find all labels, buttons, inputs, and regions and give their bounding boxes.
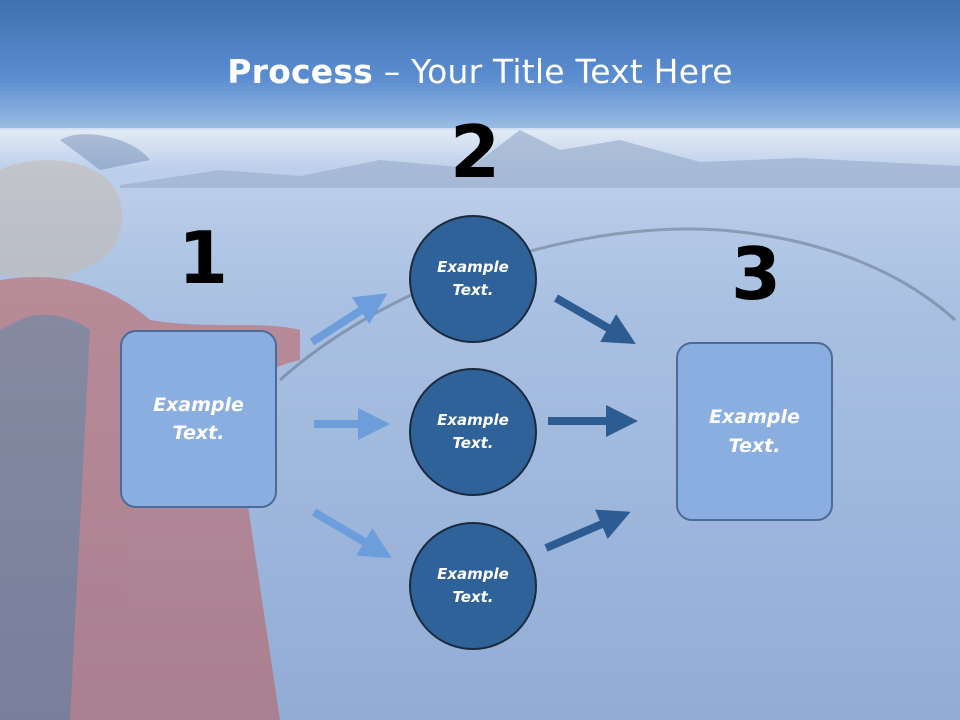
arrow-to-circle-top <box>309 293 388 346</box>
circle-bottom: Example Text. <box>409 522 537 650</box>
box-left-line1: Example <box>153 393 244 416</box>
circle-top-line2: Text. <box>452 281 494 299</box>
box-left: Example Text. <box>120 330 277 508</box>
circle-middle-line1: Example <box>437 410 509 429</box>
circle-bottom-line2: Text. <box>452 588 494 606</box>
box-left-line2: Text. <box>172 422 225 444</box>
title-bold: Process <box>227 52 374 91</box>
arrow-to-circle-bottom <box>311 508 392 559</box>
step-number-3: 3 <box>731 232 782 316</box>
circle-top: Example Text. <box>409 215 537 343</box>
distant-mountains <box>120 130 960 188</box>
box-right-line1: Example <box>709 406 800 428</box>
title-rest: – Your Title Text Here <box>373 52 733 91</box>
box-right: Example Text. <box>676 342 833 521</box>
arrow-from-circle-bottom <box>544 509 631 552</box>
step-number-2: 2 <box>450 110 501 194</box>
circle-middle-line2: Text. <box>452 434 494 452</box>
circle-middle: Example Text. <box>409 368 537 496</box>
slide-title: Process – Your Title Text Here <box>0 52 960 91</box>
step-number-1: 1 <box>178 216 229 300</box>
title-band <box>0 0 960 140</box>
arrow-from-circle-top <box>554 294 636 344</box>
box-right-line2: Text. <box>728 434 781 457</box>
circle-bottom-line1: Example <box>437 564 509 583</box>
circle-top-line1: Example <box>437 257 509 276</box>
